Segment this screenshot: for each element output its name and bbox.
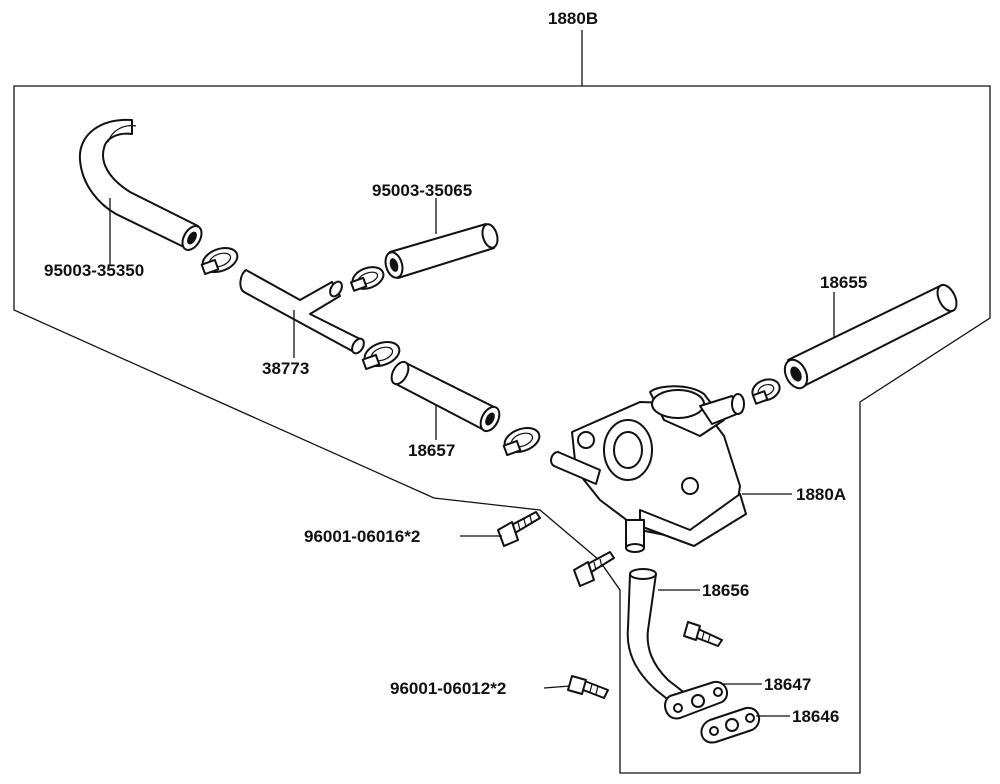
hose-upper-left[interactable]	[78, 118, 206, 253]
label-hose-upper-left: 95003-35350	[44, 261, 144, 280]
label-fuel-cock: 1880A	[796, 485, 846, 504]
label-joint-t: 38773	[262, 359, 309, 378]
gasket-upper[interactable]	[664, 680, 729, 720]
leader-96001-06012	[543, 685, 571, 689]
assembly-outline	[13, 30, 991, 774]
clamp-2[interactable]	[349, 263, 387, 293]
label-hose-lower-mid: 18657	[408, 441, 455, 460]
label-hose-upper-mid: 95003-35065	[372, 181, 472, 200]
bolt-upper-a[interactable]	[497, 511, 541, 547]
hose-right[interactable]	[780, 282, 960, 392]
gasket-lower[interactable]	[700, 706, 761, 744]
label-gasket-upper: 18647	[764, 675, 811, 694]
label-assembly: 1880B	[548, 9, 598, 28]
label-pipe: 18656	[702, 581, 749, 600]
hose-upper-mid[interactable]	[383, 223, 500, 280]
fuel-cock[interactable]	[550, 385, 747, 553]
label-bolt-lower: 96001-06012*2	[390, 679, 506, 698]
bolt-lower-b[interactable]	[567, 675, 609, 699]
clamp-3[interactable]	[361, 338, 402, 371]
bolt-lower-a[interactable]	[683, 621, 723, 647]
clamp-4[interactable]	[501, 424, 542, 457]
label-bolt-upper: 96001-06016*2	[304, 527, 420, 546]
bolt-upper-b[interactable]	[573, 551, 615, 587]
label-gasket-lower: 18646	[792, 707, 839, 726]
clamp-1[interactable]	[199, 244, 240, 277]
hose-lower-mid[interactable]	[388, 359, 503, 434]
label-hose-right: 18655	[820, 273, 867, 292]
joint-t[interactable]	[239, 269, 366, 355]
clamp-5[interactable]	[749, 376, 782, 405]
